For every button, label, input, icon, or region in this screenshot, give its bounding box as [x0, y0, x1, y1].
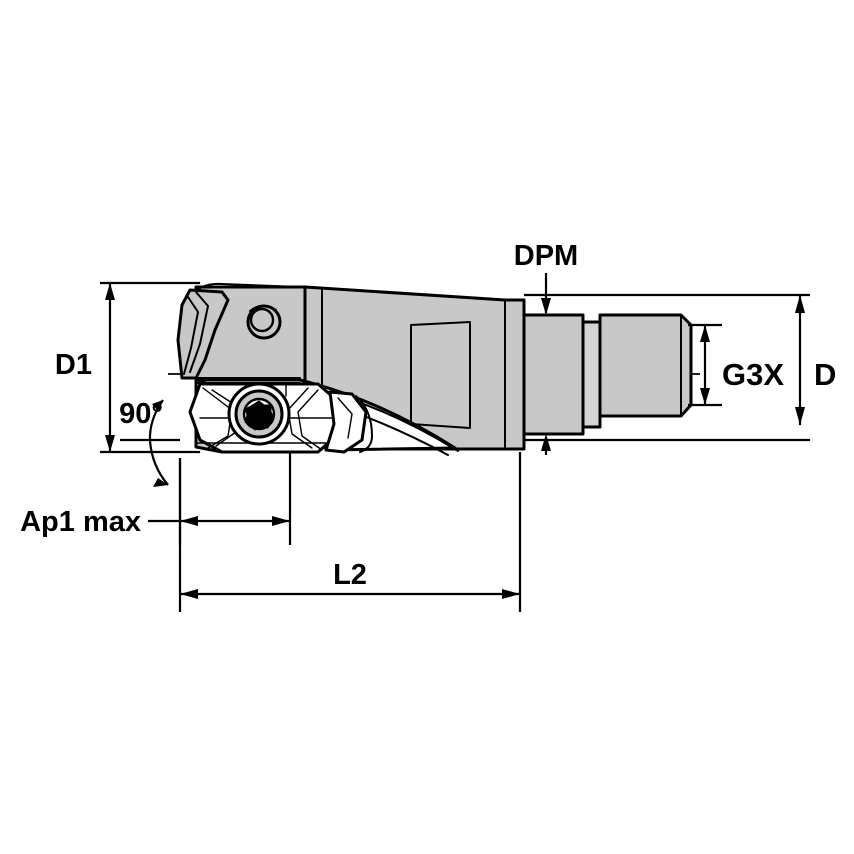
- dimension-angle-90: 90°: [119, 398, 180, 487]
- dimension-label-d1: D1: [55, 349, 92, 381]
- dimension-label-ap1max: Ap1 max: [20, 506, 141, 538]
- dimension-label-90deg: 90°: [119, 398, 163, 430]
- body-internal-pocket: [410, 321, 471, 429]
- d1-arrow-top: [105, 283, 115, 300]
- dimension-label-dpm: DPM: [514, 240, 578, 272]
- shank-relief-groove: [581, 320, 602, 429]
- d1-arrow-bottom: [105, 435, 115, 452]
- shank-collar: [522, 313, 585, 436]
- dpm-arrow-top: [541, 298, 551, 315]
- upper-pocket-inner-edge: [189, 291, 209, 373]
- threaded-mounting-stud: [598, 313, 693, 418]
- secondary-insert: [324, 390, 368, 454]
- dimension-g3x: G3X: [688, 323, 784, 407]
- d-arrow-top: [795, 295, 805, 313]
- dimension-label-d: D: [814, 357, 836, 392]
- g3x-arrow-top: [700, 325, 710, 342]
- angle-arc-lower: [148, 440, 169, 486]
- d-arrow-bottom: [795, 407, 805, 425]
- upper-torx-clamping-screw: [246, 304, 282, 340]
- torx-star-socket: [244, 400, 275, 431]
- upper-screw-recess: [249, 307, 275, 333]
- dimension-l2: L2: [178, 452, 522, 612]
- dimension-label-g3x: G3X: [722, 357, 784, 392]
- dpm-arrow-bottom: [541, 434, 551, 451]
- ap1-arrow-right: [272, 516, 290, 526]
- l2-arrow-left: [180, 589, 198, 599]
- insert-facet-right: [287, 387, 313, 449]
- secondary-insert-relief: [355, 395, 373, 453]
- ap1-arrow-left: [180, 516, 198, 526]
- g3x-arrow-bottom: [700, 388, 710, 405]
- lower-torx-clamping-screw: [227, 382, 291, 446]
- dimension-label-l2: L2: [333, 559, 367, 591]
- angle-arrow-lower: [153, 478, 168, 487]
- upper-pocket-inner-edge-2: [183, 296, 199, 375]
- shank-assembly: [522, 313, 693, 436]
- angle-arrow-upper: [152, 400, 163, 412]
- dimension-dpm: DPM: [514, 240, 810, 455]
- dimension-d: D: [795, 295, 836, 425]
- secondary-insert-facet: [337, 397, 353, 439]
- l2-arrow-right: [502, 589, 520, 599]
- upper-screw-highlight: [249, 304, 277, 312]
- dimension-d1: D1: [55, 281, 200, 454]
